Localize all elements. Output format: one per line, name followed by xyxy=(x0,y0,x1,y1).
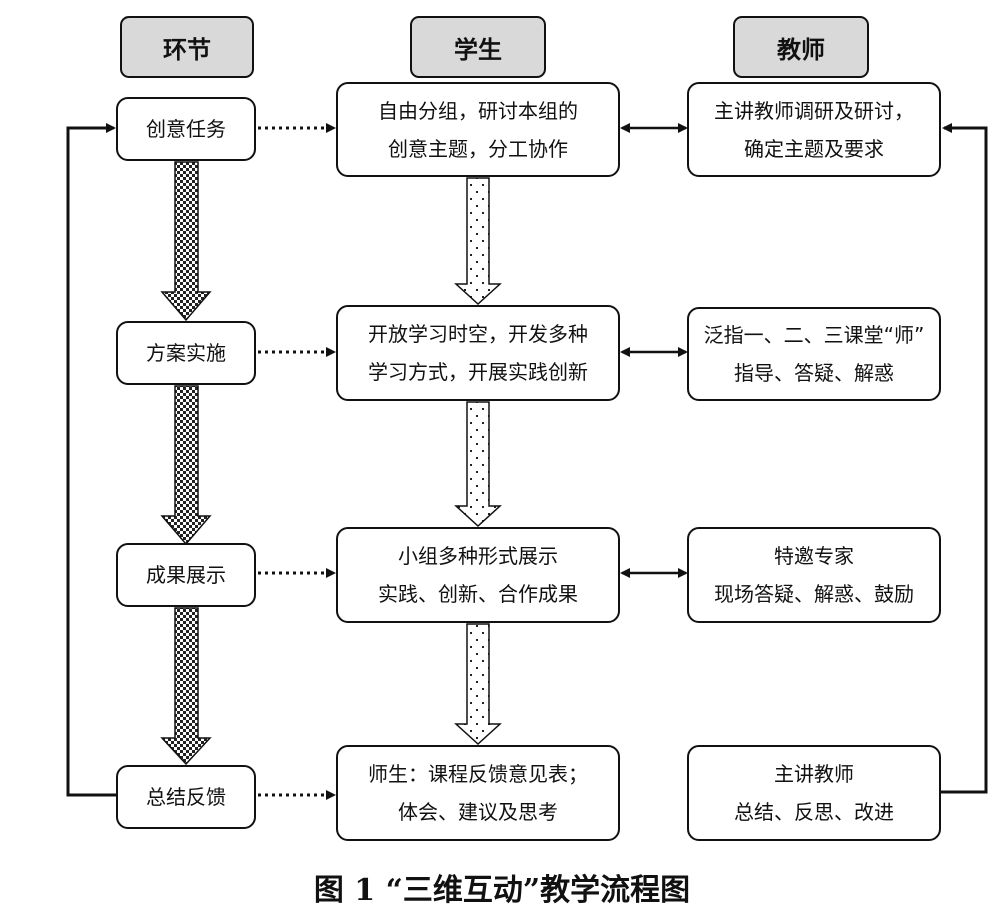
teacher-line-2: 确定主题及要求 xyxy=(744,136,884,161)
student-box-4: 师生：课程反馈意见表； 体会、建议及思考 xyxy=(336,745,620,841)
header-stage: 环节 xyxy=(120,16,254,78)
header-teacher: 教师 xyxy=(733,16,869,78)
teacher-box-2: 泛指一、二、三课堂“师” 指导、答疑、解惑 xyxy=(687,307,941,401)
student-flow-arrow-1 xyxy=(454,177,502,306)
teacher-line-1: 主讲教师调研及研讨， xyxy=(714,98,914,123)
teacher-line-2: 指导、答疑、解惑 xyxy=(734,361,894,385)
student-flow-arrow-3 xyxy=(454,623,502,746)
stage-label: 创意任务 xyxy=(146,117,226,141)
student-line-1: 开放学习时空，开发多种 xyxy=(368,322,588,346)
stage-label: 方案实施 xyxy=(146,341,226,365)
stage-flow-arrow-1 xyxy=(160,161,212,322)
stage-box-implementation: 方案实施 xyxy=(116,321,256,385)
stage-flow-arrow-2 xyxy=(160,385,212,546)
teacher-line-1: 特邀专家 xyxy=(774,544,854,568)
right-feedback-loop xyxy=(940,123,988,794)
teacher-line-1: 主讲教师 xyxy=(774,762,854,786)
student-line-2: 体会、建议及思考 xyxy=(398,800,558,824)
student-line-1: 师生：课程反馈意见表； xyxy=(368,762,588,786)
teacher-line-2: 总结、反思、改进 xyxy=(734,800,894,824)
stage-label: 总结反馈 xyxy=(146,785,226,809)
left-feedback-loop xyxy=(66,123,118,797)
stage-flow-arrow-3 xyxy=(160,607,212,766)
student-line-1: 小组多种形式展示 xyxy=(398,544,558,568)
header-student: 学生 xyxy=(410,16,546,78)
student-line-2: 创意主题，分工协作 xyxy=(388,136,568,161)
student-line-1: 自由分组，研讨本组的 xyxy=(378,98,578,123)
stage-label: 成果展示 xyxy=(146,563,226,587)
teacher-box-4: 主讲教师 总结、反思、改进 xyxy=(687,745,941,841)
figure-caption: 图 1 “三维互动”教学流程图 xyxy=(313,873,691,908)
teacher-line-1: 泛指一、二、三课堂“师” xyxy=(703,323,925,347)
student-box-2: 开放学习时空，开发多种 学习方式，开展实践创新 xyxy=(336,305,620,401)
student-box-3: 小组多种形式展示 实践、创新、合作成果 xyxy=(336,527,620,623)
stage-box-creative-task: 创意任务 xyxy=(116,97,256,161)
stage-box-showcase: 成果展示 xyxy=(116,543,256,607)
student-line-2: 学习方式，开展实践创新 xyxy=(368,360,588,384)
teacher-box-1: 主讲教师调研及研讨， 确定主题及要求 xyxy=(687,82,941,177)
student-line-2: 实践、创新、合作成果 xyxy=(378,582,578,606)
student-flow-arrow-2 xyxy=(454,401,502,528)
teacher-box-3: 特邀专家 现场答疑、解惑、鼓励 xyxy=(687,527,941,623)
teacher-line-2: 现场答疑、解惑、鼓励 xyxy=(714,582,914,606)
student-box-1: 自由分组，研讨本组的 创意主题，分工协作 xyxy=(336,82,620,177)
stage-box-feedback: 总结反馈 xyxy=(116,765,256,829)
